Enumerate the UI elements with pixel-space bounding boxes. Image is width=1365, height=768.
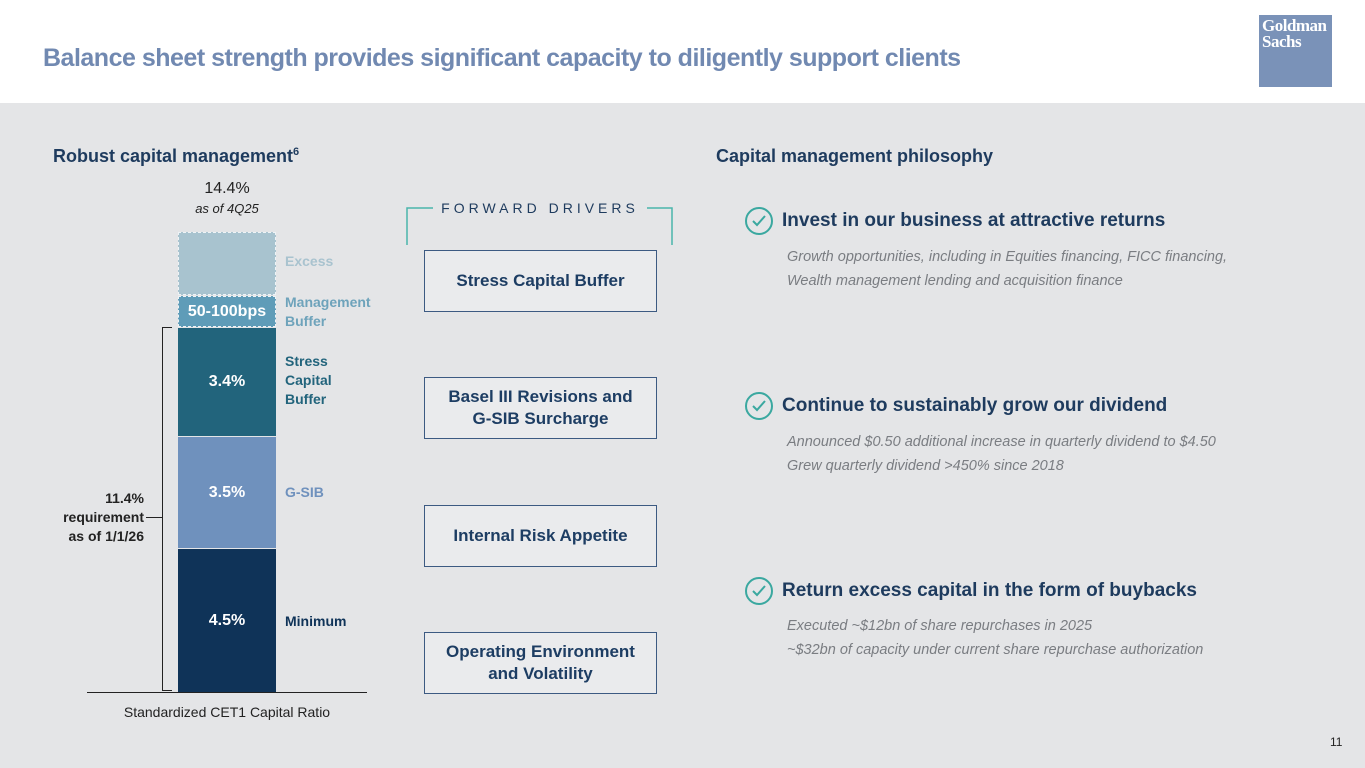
label-excess: Excess — [285, 253, 334, 269]
desc-line: ~$32bn of capacity under current share r… — [787, 642, 1204, 658]
philosophy-title: Continue to sustainably grow our dividen… — [782, 395, 1168, 416]
requirement-bracket — [162, 327, 172, 691]
desc-line: Grew quarterly dividend >450% since 2018 — [787, 458, 1064, 474]
desc-line: Growth opportunities, including in Equit… — [787, 249, 1228, 265]
driver-box: Stress Capital Buffer — [424, 250, 657, 312]
heading-text: Robust capital management — [53, 146, 294, 166]
label-line: Management — [285, 294, 371, 310]
desc-line: Executed ~$12bn of share repurchases in … — [787, 618, 1093, 634]
philosophy-title: Invest in our business at attractive ret… — [782, 210, 1166, 231]
capital-heading: Robust capital management6 — [53, 146, 299, 167]
check-icon — [745, 392, 773, 420]
as-of-label: as of 4Q25 — [195, 201, 259, 216]
label-gsib: G-SIB — [285, 484, 324, 500]
philosophy-title: Return excess capital in the form of buy… — [782, 580, 1197, 601]
drivers-bracket — [406, 207, 673, 245]
bar-segment-stress-capital-buffer: 3.4% — [178, 328, 276, 436]
philosophy-heading: Capital management philosophy — [716, 146, 994, 166]
logo-line: Goldman — [1262, 16, 1327, 35]
page-number: 11 — [1330, 735, 1343, 749]
label-line: Stress — [285, 353, 328, 369]
bar-segment-g-sib: 3.5% — [178, 437, 276, 548]
desc-line: Announced $0.50 additional increase in q… — [787, 434, 1216, 450]
label-line: Buffer — [285, 391, 327, 407]
label-line: Capital — [285, 372, 332, 388]
label-line: Buffer — [285, 313, 327, 329]
bar-value-label: 4.5% — [208, 611, 246, 629]
bar-segment-excess — [178, 232, 276, 296]
axis-label: Standardized CET1 Capital Ratio — [123, 704, 331, 720]
driver-box: Basel III Revisions and G-SIB Surcharge — [424, 377, 657, 439]
label-line: 11.4% — [105, 490, 144, 506]
label-line: requirement — [63, 509, 144, 525]
check-icon — [745, 577, 773, 605]
bar-value-label: 50-100bps — [187, 302, 267, 320]
bar-value-label: 3.4% — [208, 373, 246, 391]
slide-title: Balance sheet strength provides signific… — [43, 44, 961, 72]
check-icon — [745, 207, 773, 235]
philosophy-desc: Executed ~$12bn of share repurchases in … — [787, 614, 1203, 662]
requirement-label: 11.4% requirement as of 1/1/26 — [40, 489, 144, 546]
philosophy-desc: Growth opportunities, including in Equit… — [787, 245, 1227, 293]
driver-box: Operating Environment and Volatility — [424, 632, 657, 694]
desc-line: Wealth management lending and acquisitio… — [787, 273, 1123, 289]
label-minimum: Minimum — [285, 613, 347, 629]
drivers-heading: FORWARD DRIVERS — [441, 200, 639, 216]
bar-value-label: 3.5% — [208, 483, 246, 501]
philosophy-desc: Announced $0.50 additional increase in q… — [787, 430, 1216, 478]
axis-baseline — [87, 692, 367, 693]
bar-segment-minimum: 4.5% — [178, 549, 276, 692]
label-line: as of 1/1/26 — [68, 528, 145, 544]
total-value: 14.4% — [204, 180, 250, 197]
driver-box: Internal Risk Appetite — [424, 505, 657, 567]
bracket-tick — [146, 517, 162, 518]
bar-segment-management-buffer: 50-100bps — [178, 296, 276, 328]
footnote: 6 — [293, 146, 300, 158]
header — [0, 0, 1365, 103]
logo-line: Sachs — [1262, 32, 1302, 51]
